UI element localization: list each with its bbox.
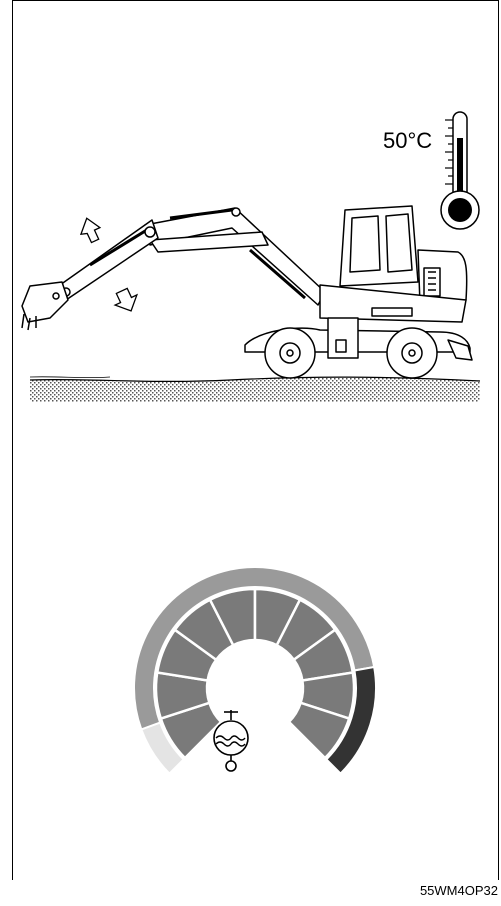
excavator-body: [244, 205, 473, 379]
excavator-boom: [21, 207, 326, 331]
ground: [29, 376, 481, 402]
arrow-down-icon: [113, 287, 139, 312]
gauge-segment: [287, 701, 351, 760]
coolant-temperature-icon: [213, 710, 249, 772]
gauge-outer-hot-zone: [325, 665, 377, 775]
arrow-up-icon: [79, 217, 102, 244]
thermometer-icon: [440, 111, 480, 230]
temperature-label: 50°C: [383, 128, 433, 153]
page-frame: [12, 0, 499, 880]
figure-code: 55WM4OP32: [419, 883, 498, 898]
